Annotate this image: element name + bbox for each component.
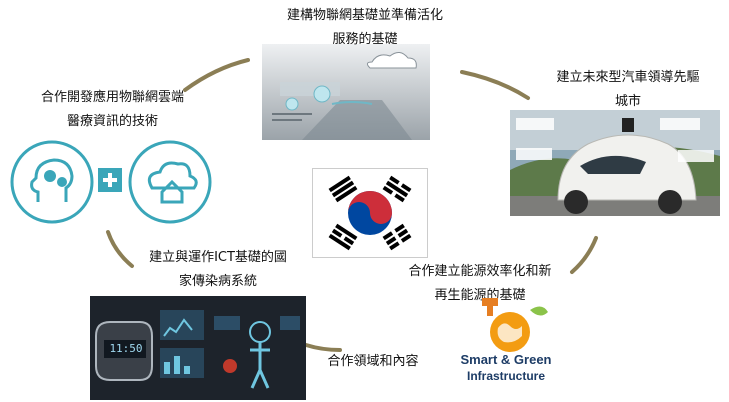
cloud-medical-line2: 醫療資訊的技術 [66, 114, 158, 129]
ring-arc-top-left [183, 58, 250, 92]
iot-foundation-label: 建構物聯網基礎並準備活化 服務的基礎 [240, 4, 490, 52]
ring-arc-top-right [460, 70, 530, 100]
smart-green-line2: Infrastructure [466, 369, 546, 383]
energy-line1: 合作建立能源效率化和新 [408, 264, 552, 279]
smart-green-logo [446, 298, 566, 356]
ring-arc-right [570, 236, 598, 274]
cloud-medical-line1: 合作開發應用物聯網雲端 [40, 90, 184, 105]
device-clock: 11:50 [109, 342, 143, 355]
energy-label: 合作建立能源效率化和新 再生能源的基礎 [380, 260, 580, 308]
smart-green-line1: Smart & Green [460, 352, 552, 367]
iot-foundation-line2: 服務的基礎 [332, 32, 398, 47]
plus-icon [98, 168, 122, 192]
health-device-dashboard [90, 296, 306, 400]
south-korea-flag [312, 168, 428, 258]
disease-system-label: 建立與運作ICT基礎的國 家傳染病系統 [128, 246, 308, 294]
cloud-home-icon [128, 140, 212, 224]
ring-arc-left [106, 230, 134, 268]
cloud-medical-label: 合作開發應用物聯網雲端 醫療資訊的技術 [0, 86, 225, 134]
future-car-line1: 建立未來型汽車領導先驅 [556, 70, 700, 85]
energy-line2: 再生能源的基礎 [434, 288, 526, 303]
future-car-label: 建立未來型汽車領導先驅 城市 [528, 66, 728, 114]
smart-green-text: Smart & Green Infrastructure [446, 352, 566, 384]
disease-system-line1: 建立與運作ICT基礎的國 [149, 250, 287, 265]
head-gears-icon [10, 140, 94, 224]
cooperation-areas-label: 合作領域和內容 [327, 354, 419, 369]
future-car-line2: 城市 [614, 94, 641, 109]
self-driving-car-photo [510, 110, 720, 216]
ring-arc-bottom [304, 343, 342, 352]
iot-foundation-line1: 建構物聯網基礎並準備活化 [286, 8, 443, 23]
disease-system-line2: 家傳染病系統 [178, 274, 257, 289]
iot-illustration [262, 44, 430, 140]
